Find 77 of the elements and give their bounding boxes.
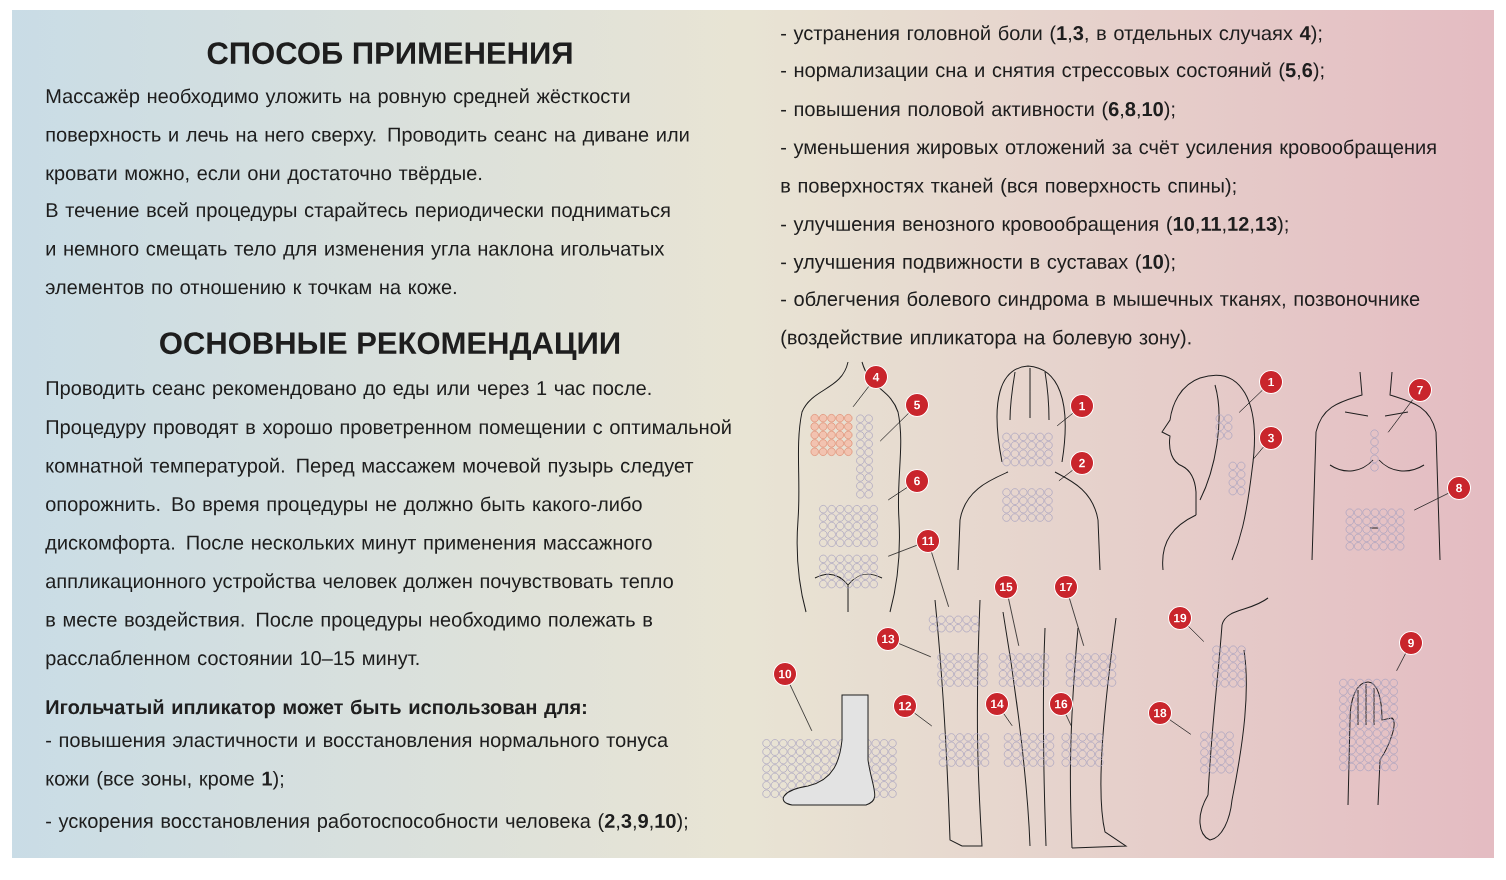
paragraph: - улучшения венозного кровообращения (10,11,12,13);	[781, 216, 1288, 235]
callout-number: 3	[1259, 426, 1283, 450]
dot-grid	[1002, 488, 1053, 522]
leader-line	[1008, 598, 1020, 647]
callout-number: 7	[1408, 378, 1432, 402]
dot-grid	[819, 505, 878, 547]
dot-grid	[810, 414, 853, 456]
dot-grid	[937, 653, 988, 687]
paragraph: Проводить сеанс рекомендовано до еды или через 1 час после.	[46, 381, 651, 400]
dot-grid	[1002, 432, 1053, 467]
leader-line	[852, 386, 870, 408]
paragraph: Процедуру проводят в хорошо проветренном помещении с оптимальной комнатной температурой. Перед массажем мочевой пузырь следует опорожнить. Во время процедуры не должно быть какого-либо дискомфорта. После нескольких минут применения массажного аппликационного устройства человек должен почувствовать тепло в месте воздействия. После процедуры необходимо полежать в расслабленном состоянии 10–15 минут.	[45, 419, 731, 670]
paragraph: - уменьшения жировых отложений за счёт усиления кровообращения в поверхностях тканей (вся поверхность спины);	[781, 139, 1436, 197]
paragraph: - повышения эластичности и восстановления нормального тонуса кожи (все зоны, кроме 1);	[46, 736, 669, 790]
paragraph: - ускорения восстановления работоспособности человека (2,3,9,10);	[46, 813, 687, 832]
dot-grid	[819, 554, 878, 589]
callout-number: 14	[985, 692, 1009, 716]
leader-line	[1069, 598, 1085, 647]
dot-grid	[928, 615, 980, 633]
callout-number: 1	[1259, 370, 1283, 394]
leader-line	[887, 544, 918, 557]
leader-line	[1396, 653, 1406, 672]
dot-grid	[1065, 653, 1117, 687]
paragraph: - нормализации сна и снятия стрессовых состояний (5,6);	[781, 62, 1324, 82]
leader-line	[1413, 492, 1449, 511]
callout-number: 5	[905, 393, 929, 417]
callout-number: 10	[773, 662, 797, 686]
leader-line	[1252, 446, 1264, 460]
callout-number: 8	[1447, 476, 1471, 500]
callout-number: 4	[864, 365, 888, 389]
paragraph: - улучшения подвижности в суставах (10);	[781, 254, 1175, 273]
callout-number: 17	[1054, 575, 1078, 599]
callout-number: 18	[1148, 701, 1172, 725]
leader-line	[1065, 714, 1072, 727]
callout-number: 6	[905, 469, 929, 493]
leader-line	[1058, 469, 1073, 482]
list-intro: Игольчатый ипликатор может быть использован для:	[46, 699, 586, 719]
leader-line	[914, 712, 933, 727]
paragraph: - облегчения болевого синдрома в мышечных тканях, позвоночнике (воздействие ипликатора на болевую зону).	[781, 291, 1420, 349]
leader-line	[1238, 389, 1263, 413]
leader-line	[789, 684, 813, 732]
dot-grid	[1370, 429, 1379, 472]
leader-line	[887, 487, 908, 501]
dot-grid	[938, 733, 990, 767]
dot-grid	[1215, 414, 1233, 440]
dot-grid	[1061, 733, 1104, 767]
callout-number: 13	[876, 627, 900, 651]
dot-grid	[1228, 461, 1246, 496]
callout-number: 1	[1070, 394, 1094, 418]
callout-number: 15	[994, 575, 1018, 599]
callout-number: 12	[893, 694, 917, 718]
heading: СПОСОБ ПРИМЕНЕНИЯ	[207, 42, 572, 65]
leader-line	[1387, 399, 1414, 433]
leader-line	[1169, 719, 1192, 735]
paragraph: - повышения половой активности (6,8,10);	[781, 101, 1175, 121]
dot-grid	[1200, 731, 1234, 774]
leader-line	[1003, 713, 1013, 727]
leader-line	[898, 643, 932, 658]
paragraph: В течение всей процедуры старайтесь периодически подниматься и немного смещать тело для изменения угла наклона игольчатых элементов по отношению к точкам на коже.	[45, 202, 670, 295]
callout-number: 19	[1168, 606, 1192, 630]
dot-grid	[856, 414, 873, 499]
dot-grid	[998, 653, 1050, 687]
leader-line	[879, 413, 909, 442]
callout-number: 2	[1070, 451, 1094, 475]
leader-line	[1188, 626, 1205, 642]
callout-number: 9	[1399, 631, 1423, 655]
leader-line	[1056, 413, 1074, 427]
leader-line	[931, 552, 950, 608]
dot-grid	[1339, 678, 1398, 772]
heading: ОСНОВНЫЕ РЕКОМЕНДАЦИИ	[160, 332, 620, 360]
callout-number: 11	[916, 529, 940, 553]
dot-grid	[1003, 733, 1055, 767]
dot-grid	[1345, 508, 1405, 551]
paragraph: - устранения головной боли (1,3, в отдельных случаях 4);	[781, 25, 1322, 45]
paragraph: Массажёр необходимо уложить на ровную средней жёсткости поверхность и лечь на него сверху. Проводить сеанс на диване или кровати можно, если они достаточно твёрдые.	[46, 88, 689, 185]
callout-number: 16	[1049, 692, 1073, 716]
dot-grid	[1212, 645, 1246, 688]
